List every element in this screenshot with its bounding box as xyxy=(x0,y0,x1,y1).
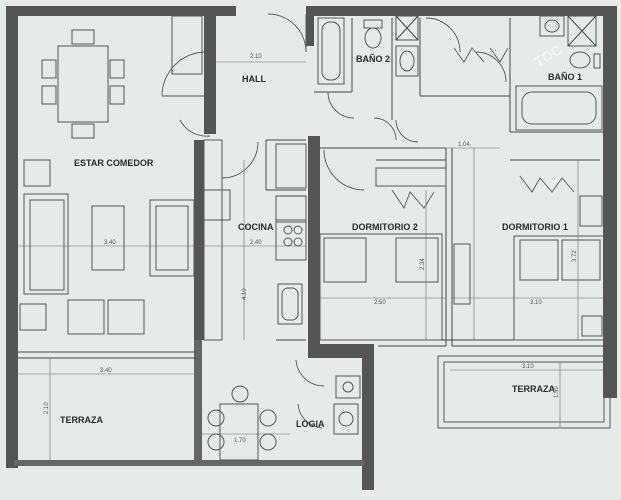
dimension-lines xyxy=(18,61,604,460)
dim-dorm1-height: 3.72 xyxy=(572,250,578,262)
logia-fixtures xyxy=(333,375,361,435)
dim-terraza-left-height: 2.10 xyxy=(44,402,50,414)
dim-dorm2-height: 2.34 xyxy=(420,258,426,270)
dim-cocina-height: 4.10 xyxy=(242,288,248,300)
bano-2-fixtures xyxy=(317,15,419,85)
dim-dorm2-width: 2.50 xyxy=(374,300,386,306)
room-label-bano-2: BAÑO 2 xyxy=(356,54,390,64)
room-label-terraza-left: TERRAZA xyxy=(60,415,103,425)
dim-comedor-width: 3.40 xyxy=(104,240,116,246)
dining-nook xyxy=(207,385,277,461)
dim-pasillo-width: 1.04 xyxy=(458,142,470,148)
room-label-logia: LOGIA xyxy=(296,419,325,429)
terraza-right-outline xyxy=(437,355,611,429)
room-label-terraza-right: TERRAZA xyxy=(512,384,555,394)
dim-logia-width: 1.70 xyxy=(234,438,246,444)
dim-terraza-right-height: 1.50 xyxy=(554,386,560,398)
living-set xyxy=(19,159,195,335)
cabinet xyxy=(171,15,203,75)
bano-1-fixtures xyxy=(515,15,603,131)
door-swings xyxy=(161,13,575,429)
room-label-bano-1: BAÑO 1 xyxy=(548,72,582,82)
exterior-walls xyxy=(6,6,617,490)
kitchen-fixtures xyxy=(199,139,307,341)
dim-terraza-right-width: 3.10 xyxy=(522,364,534,370)
dim-hall-width: 2.10 xyxy=(250,54,262,60)
room-label-cocina: COCINA xyxy=(238,222,274,232)
dim-terraza-left-width: 3.40 xyxy=(100,368,112,374)
dim-cocina-width: 2.40 xyxy=(250,240,262,246)
room-label-dormitorio-2: DORMITORIO 2 xyxy=(352,222,418,232)
dormitorio-2-furniture xyxy=(319,167,447,341)
room-label-estar-comedor: ESTAR COMEDOR xyxy=(74,158,154,168)
room-label-hall: HALL xyxy=(242,74,266,84)
dim-dorm1-width: 3.10 xyxy=(530,300,542,306)
dormitorio-1-furniture xyxy=(453,195,605,341)
room-label-dormitorio-1: DORMITORIO 1 xyxy=(502,222,568,232)
dining-set xyxy=(41,29,125,139)
